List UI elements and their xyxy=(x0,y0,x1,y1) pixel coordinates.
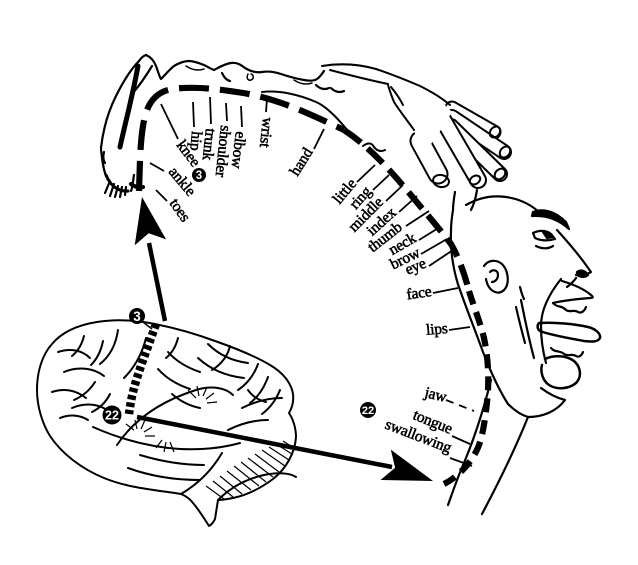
svg-text:lips: lips xyxy=(425,320,448,339)
svg-text:3: 3 xyxy=(196,170,202,182)
svg-text:trunk: trunk xyxy=(199,128,219,162)
svg-text:jaw: jaw xyxy=(422,384,449,406)
svg-text:22: 22 xyxy=(105,409,119,423)
svg-text:22: 22 xyxy=(362,405,374,417)
svg-text:hip: hip xyxy=(186,131,205,152)
svg-text:3: 3 xyxy=(133,309,141,324)
svg-text:wrist: wrist xyxy=(256,117,276,150)
svg-text:face: face xyxy=(405,283,432,303)
svg-text:shoulder: shoulder xyxy=(212,125,234,179)
svg-text:elbow: elbow xyxy=(227,131,248,171)
